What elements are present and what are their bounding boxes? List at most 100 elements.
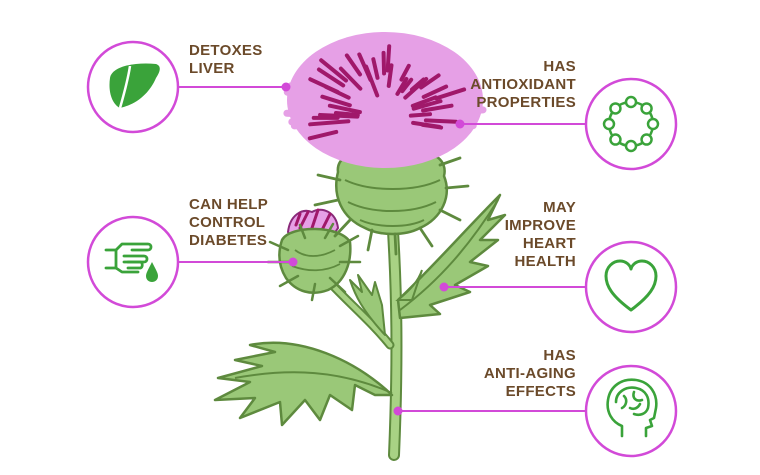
connector-dot-aging — [393, 406, 403, 416]
petal-dark — [327, 103, 362, 115]
petal-dark — [308, 119, 351, 127]
molecule-atom — [624, 139, 638, 153]
petal-dark — [333, 110, 360, 118]
petal-dark — [371, 57, 380, 80]
petal-dark — [419, 73, 441, 90]
small-left-leaf — [349, 274, 386, 336]
label-anti-aging-effects: HAS ANTI-AGING EFFECTS — [484, 347, 576, 401]
petal-dark — [344, 53, 363, 77]
liver-badge — [86, 40, 180, 134]
label-line: HAS — [543, 347, 576, 364]
label-heart-health: MAY IMPROVE HEART HEALTH — [505, 199, 576, 271]
petal-dark — [338, 66, 363, 91]
heart-icon — [604, 259, 658, 312]
bud-scales — [291, 249, 341, 272]
lower-left-leaf-vein — [234, 371, 393, 394]
petal-light — [314, 76, 360, 103]
main-stem-fill — [388, 211, 401, 459]
petal-dark — [411, 99, 443, 111]
flower-calyx — [313, 147, 470, 256]
molecule-atom — [640, 133, 653, 146]
aging-badge — [584, 364, 678, 458]
bud-petal-streaks — [294, 208, 332, 232]
molecule-atom — [646, 117, 660, 131]
label-control-diabetes: CAN HELP CONTROL DIABETES — [189, 196, 268, 250]
label-line: CAN HELP — [189, 196, 269, 213]
petal-dark — [403, 76, 429, 100]
petal-light — [414, 112, 467, 121]
petal-dark — [319, 58, 349, 83]
petal-dark — [364, 64, 380, 98]
label-line: CONTROL — [189, 214, 266, 231]
label-line: MAY — [543, 199, 576, 216]
connector-dot-diabetes — [288, 257, 298, 267]
connector-lines — [178, 82, 586, 416]
petal-light — [300, 80, 355, 106]
label-line: ANTI-AGING — [483, 365, 576, 382]
petal-light — [416, 68, 465, 98]
petal-dark — [420, 122, 444, 130]
molecule-atom — [624, 95, 638, 109]
label-line: IMPROVE — [504, 217, 576, 234]
connector-dot-liver — [281, 82, 291, 92]
petal-light — [391, 49, 414, 91]
antioxidant-badge-ring — [584, 77, 678, 171]
petal-dark — [400, 77, 414, 94]
label-line: PROPERTIES — [476, 94, 576, 111]
label-line: HEALTH — [514, 253, 576, 270]
right-leaf-vein — [399, 199, 499, 311]
petal-dark — [308, 77, 340, 94]
label-line: ANTIOXIDANT — [470, 76, 576, 93]
head-brain-icon — [606, 378, 658, 438]
calyx-scales — [344, 179, 441, 227]
molecule-atom — [609, 133, 622, 146]
flower-head — [283, 32, 487, 168]
label-line: DIABETES — [189, 232, 268, 249]
right-leaf — [396, 193, 507, 320]
molecule-atom — [602, 117, 616, 131]
label-line: HAS — [543, 58, 576, 75]
petal-light — [283, 88, 343, 108]
petal-dark — [399, 63, 411, 82]
heart-badge-ring — [584, 240, 678, 334]
petal-dark — [434, 87, 467, 101]
diabetes-badge — [86, 215, 180, 309]
molecule-atom — [640, 102, 653, 115]
label-line: EFFECTS — [505, 383, 576, 400]
petal-dark — [395, 76, 409, 96]
petal-light — [354, 56, 378, 95]
label-antioxidant-properties: HAS ANTIOXIDANT PROPERTIES — [470, 58, 576, 112]
petal-dark — [408, 112, 433, 118]
petal-dark — [381, 50, 387, 76]
molecule-atom — [609, 102, 622, 115]
petal-dark — [386, 63, 394, 88]
finger-blood-drop-icon — [104, 242, 158, 282]
petal-dark — [385, 44, 392, 73]
heart-badge — [584, 240, 678, 334]
petal-light — [300, 102, 346, 114]
petal-dark — [421, 84, 449, 99]
label-line: HEART — [522, 235, 576, 252]
liver-icon-lobe-line — [118, 65, 132, 109]
lower-left-leaf — [213, 341, 394, 427]
petal-dark — [316, 67, 346, 88]
petal-dark — [423, 118, 458, 124]
connector-dot-heart — [439, 282, 449, 292]
milk-thistle-plant — [213, 32, 507, 461]
calyx-spines — [313, 148, 470, 256]
aging-badge-ring — [584, 364, 678, 458]
petal-light — [288, 116, 341, 126]
petal-dark — [320, 94, 352, 108]
petal-dark — [421, 103, 454, 113]
connector-dot-antioxidant — [455, 119, 465, 129]
petal-dark — [410, 95, 438, 108]
label-line: DETOXES — [189, 42, 263, 59]
petal-dark — [307, 129, 339, 141]
label-line: LIVER — [189, 60, 235, 77]
small-right-leaf — [395, 269, 423, 301]
label-detoxes-liver: DETOXES LIVER — [189, 42, 263, 78]
thistle-bud — [266, 208, 362, 302]
antioxidant-badge — [584, 77, 678, 171]
